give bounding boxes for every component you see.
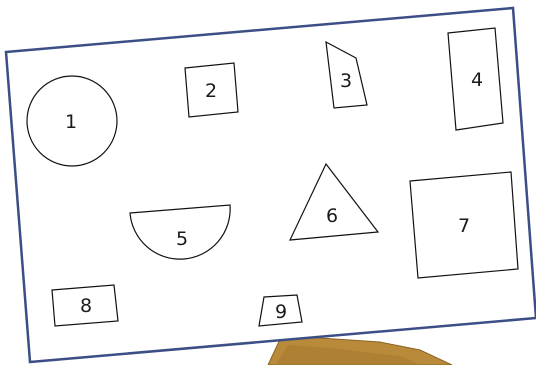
shape-3-label: 3 <box>340 70 352 92</box>
shape-6-label: 6 <box>326 205 338 227</box>
shape-4-label: 4 <box>471 69 483 91</box>
shape-5-label: 5 <box>176 228 188 250</box>
shape-2-label: 2 <box>205 80 217 102</box>
shape-9-label: 9 <box>275 301 287 323</box>
shape-7-label: 7 <box>458 215 470 237</box>
shape-1-label: 1 <box>65 111 77 133</box>
shape-8-label: 8 <box>80 295 92 317</box>
